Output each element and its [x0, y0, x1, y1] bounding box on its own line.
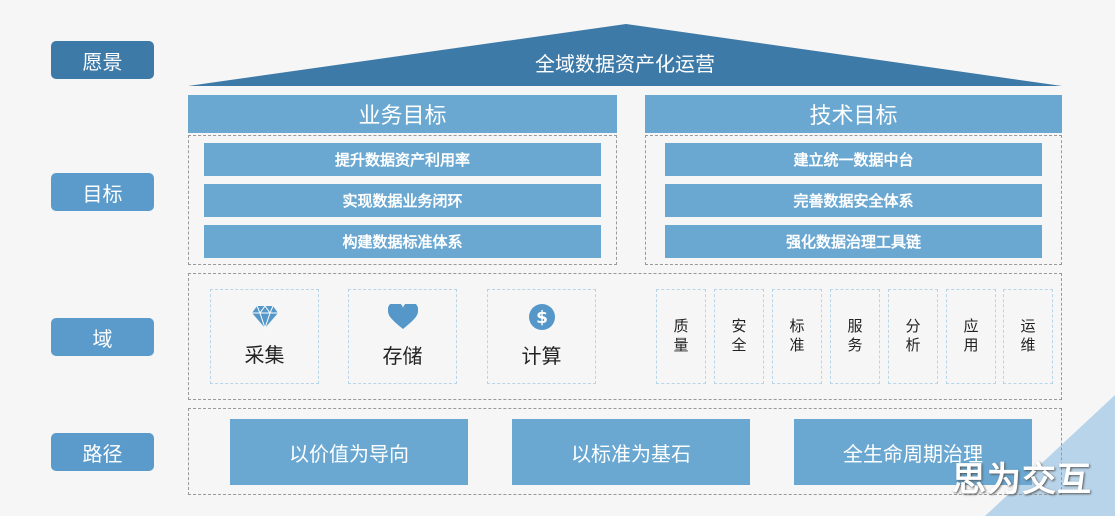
row-label-vision: 愿景 [51, 41, 154, 79]
domain-item: 服务 [830, 289, 880, 384]
vision-title: 全域数据资产化运营 [535, 52, 715, 76]
business-goal-item: 提升数据资产利用率 [204, 143, 601, 176]
row-label-goals: 目标 [51, 173, 154, 211]
path-item: 以标准为基石 [512, 419, 750, 485]
domain-card-store: 存储 [348, 289, 457, 384]
dollar-icon: $ [528, 304, 555, 330]
business-goal-item: 实现数据业务闭环 [204, 184, 601, 217]
roof [188, 24, 1062, 86]
tech-goal-item: 建立统一数据中台 [665, 143, 1042, 176]
svg-text:$: $ [536, 308, 548, 328]
path-item: 全生命周期治理 [794, 419, 1032, 485]
business-goals-header: 业务目标 [188, 95, 617, 133]
domain-card-collect: 采集 [210, 289, 319, 384]
watermark: 思为交互 [952, 460, 1092, 500]
tech-goal-item: 完善数据安全体系 [665, 184, 1042, 217]
domain-item: 运维 [1003, 289, 1053, 384]
domain-item: 应用 [946, 289, 996, 384]
domain-box [188, 273, 1062, 400]
domain-card-label: 计算 [521, 344, 562, 368]
diamond-icon [251, 305, 278, 329]
domain-card-label: 采集 [244, 343, 285, 367]
domain-item: 分析 [888, 289, 938, 384]
business-goal-item: 构建数据标准体系 [204, 225, 601, 258]
domain-item: 质量 [656, 289, 706, 384]
tech-goal-item: 强化数据治理工具链 [665, 225, 1042, 258]
tech-goals-header: 技术目标 [645, 95, 1062, 133]
path-item: 以价值为导向 [230, 419, 468, 485]
domain-card-label: 存储 [382, 344, 423, 368]
domain-item: 安全 [714, 289, 764, 384]
tech-goals-box [645, 135, 1062, 265]
path-box [188, 408, 1062, 495]
row-label-domain: 域 [51, 318, 154, 356]
row-label-path: 路径 [51, 433, 154, 471]
domain-item: 标准 [772, 289, 822, 384]
business-goals-box [188, 135, 617, 265]
domain-card-compute: $ 计算 [487, 289, 596, 384]
heart-icon [387, 304, 418, 329]
